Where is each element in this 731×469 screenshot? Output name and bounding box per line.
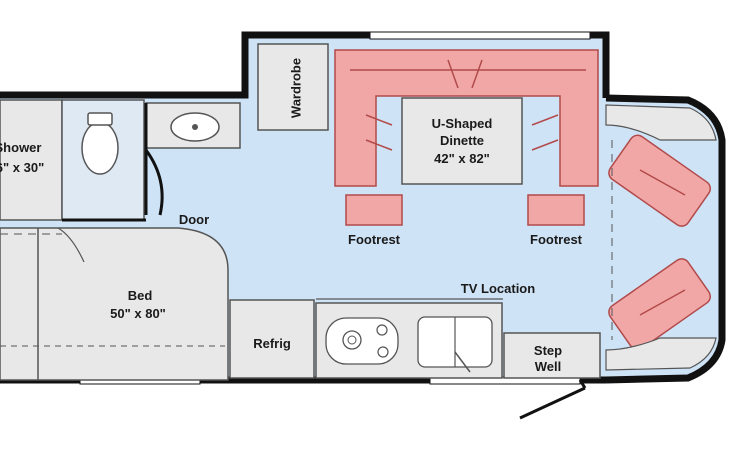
dinette-size: 42" x 82"	[434, 151, 490, 166]
footrest-left	[345, 194, 403, 226]
step-well: Step Well	[503, 332, 601, 379]
shower-label: Shower	[0, 140, 41, 155]
refrigerator: Refrig	[229, 299, 315, 379]
galley-counter	[315, 302, 503, 379]
shower-size: 6" x 30"	[0, 160, 44, 175]
cab-seat-top	[608, 134, 712, 227]
footrest-right-label: Footrest	[530, 232, 583, 247]
bathroom: Shower 6" x 30"	[0, 99, 241, 222]
dashboard-top	[605, 104, 717, 141]
dinette-label-line1: U-Shaped	[432, 116, 493, 131]
seam-lines	[0, 140, 613, 340]
dinette: U-Shaped Dinette 42" x 82"	[334, 49, 599, 187]
refrig-label: Refrig	[253, 336, 291, 351]
bed-label: Bed	[128, 288, 153, 303]
bed: Bed 50" x 80"	[0, 227, 229, 381]
entry-door	[519, 379, 587, 420]
wardrobe: Wardrobe	[257, 43, 329, 131]
cab-seat-bottom	[608, 258, 712, 351]
dinette-label-line2: Dinette	[440, 133, 484, 148]
dashboard-bottom	[605, 337, 717, 371]
tv-location-label: TV Location	[461, 281, 535, 296]
bed-size: 50" x 80"	[110, 306, 166, 321]
door-label: Door	[179, 212, 209, 227]
footrest-left-label: Footrest	[348, 232, 401, 247]
wardrobe-label: Wardrobe	[288, 58, 303, 118]
step-well-label-line1: Step	[534, 343, 562, 358]
footrest-right	[527, 194, 585, 226]
bathroom-door	[144, 149, 164, 216]
toilet	[81, 121, 119, 175]
step-well-label-line2: Well	[535, 359, 562, 374]
